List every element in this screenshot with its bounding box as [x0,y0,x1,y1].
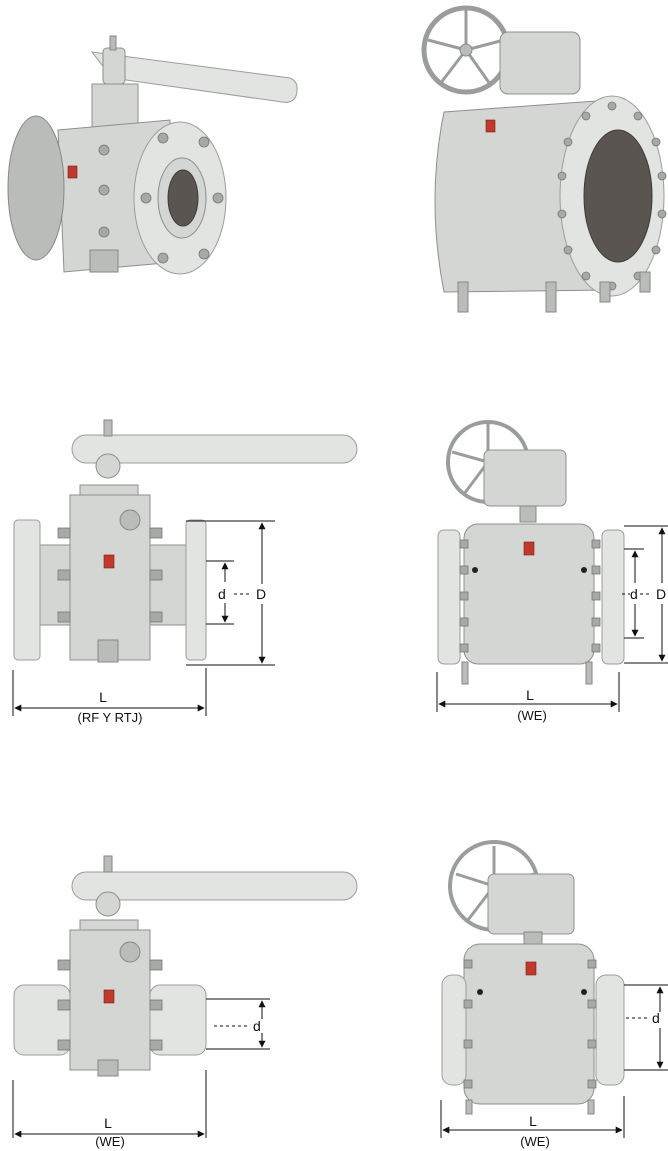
label-D: D [256,586,266,602]
left-weld-end [441,974,467,1086]
gearbox [483,449,567,507]
label-L: L [526,687,534,703]
body-bolts [57,527,163,623]
lever-handle [71,871,358,901]
support-leg [639,271,651,293]
label-we: (WE) [520,1134,550,1149]
body-bolts [463,959,597,1089]
bore-opening [167,169,199,227]
flange-bolts [459,539,601,653]
brand-logo-mark [67,165,78,179]
label-L: L [104,1115,112,1131]
gear-valve-3d-view [421,5,667,313]
bore-opening [583,129,653,263]
stem-screw [109,35,117,51]
support-leg [599,281,611,303]
left-flange [7,115,65,261]
label-d: d [652,1010,660,1026]
lever-valve-front-rf-rtj: d D L (RF Y RTJ) [12,419,358,725]
label-D: D [656,586,666,602]
right-flange [601,529,625,665]
lever-handle [71,434,358,464]
label-rf-rtj: (RF Y RTJ) [77,710,142,725]
body-bolts [57,959,163,1051]
lever-handle [90,51,298,103]
label-d: d [630,586,638,602]
lever-valve-front-we: d L (WE) [12,855,358,1149]
gearbox [499,31,581,95]
gearbox [487,873,575,935]
label-d: d [253,1018,261,1034]
label-L: L [529,1113,537,1129]
lever-hub [102,47,126,85]
label-we: (WE) [517,708,547,723]
right-weld-end [149,984,207,1056]
support-leg [457,281,469,313]
label-d: d [218,586,226,602]
gear-valve-front-we-ends: d L (WE) [440,840,668,1149]
support-leg [545,281,557,313]
right-weld-end [595,974,625,1086]
flange-bolts [557,101,667,291]
left-weld-end [13,984,71,1056]
left-flange [437,529,461,665]
lever-valve-3d-view [7,35,298,275]
label-we: (WE) [95,1134,125,1149]
left-flange [13,519,41,661]
label-L: L [99,689,107,705]
bottom-drain [89,249,119,273]
gear-valve-front-we: d D L (WE) [436,420,668,723]
brand-logo-mark [485,119,496,133]
right-flange [185,519,207,661]
